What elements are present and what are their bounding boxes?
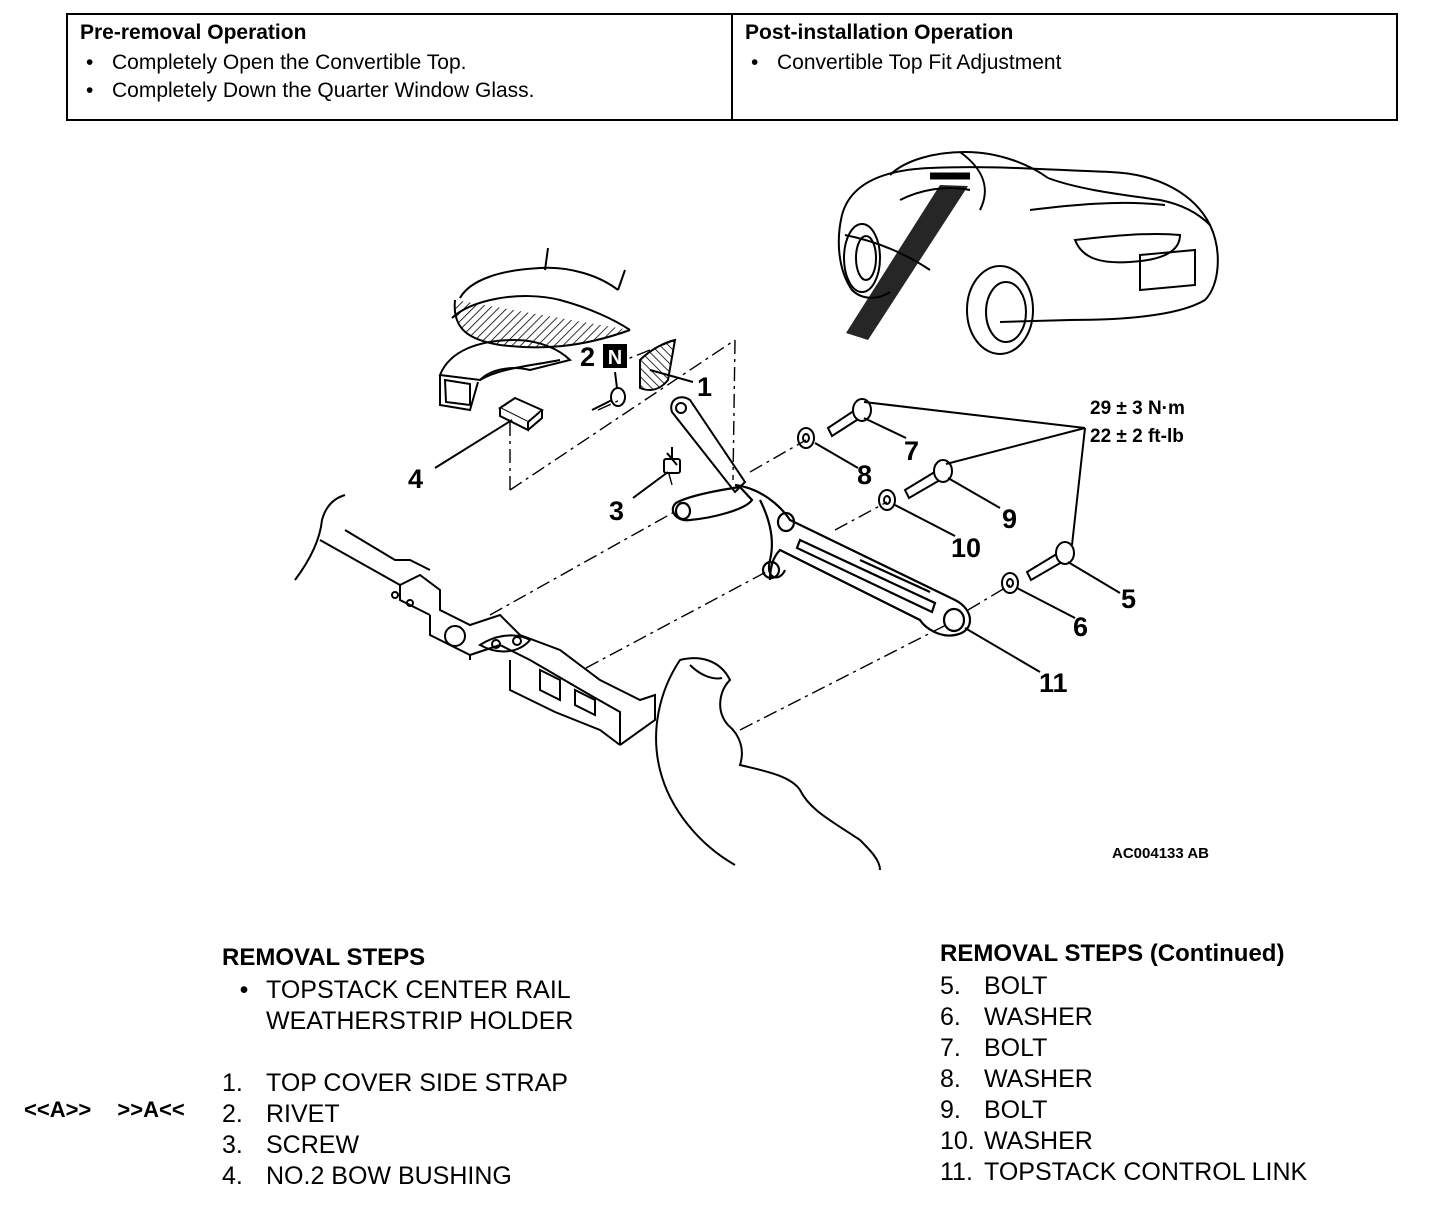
step-item: 5. BOLT (940, 971, 1307, 1002)
step-number: 5. (940, 972, 961, 1000)
bullet-item-line: WEATHERSTRIP HOLDER (266, 1007, 574, 1035)
step2-marks: <<A>> >>A<< (24, 1097, 185, 1123)
figure-id: AC004133 AB (1112, 845, 1209, 862)
step-label: BOLT (984, 1096, 1048, 1124)
post-installation-item: Convertible Top Fit Adjustment (745, 49, 1384, 77)
step-number: 1. (222, 1069, 243, 1097)
callout-8: 8 (857, 460, 872, 490)
callout-6: 6 (1073, 612, 1088, 642)
body-frame (294, 494, 656, 746)
screw (663, 447, 681, 474)
pre-removal-item: Completely Open the Convertible Top. (80, 49, 719, 77)
step-label: NO.2 BOW BUSHING (266, 1162, 512, 1190)
callout-3: 3 (609, 496, 624, 526)
step-item: 2. RIVET (222, 1099, 573, 1130)
nonreusable-mark-letter: N (608, 347, 622, 369)
callout-7: 7 (904, 436, 919, 466)
step-label: WASHER (984, 1065, 1093, 1093)
removal-steps-heading: REMOVAL STEPS (222, 944, 426, 971)
bullet-item: • TOPSTACK CENTER RAIL (222, 975, 573, 1006)
step-item: 9. BOLT (940, 1095, 1307, 1126)
step-number: 6. (940, 1003, 961, 1031)
rivet (591, 387, 626, 411)
control-link (671, 483, 971, 637)
callout-2: 2 (580, 342, 595, 372)
callout-10: 10 (951, 533, 981, 563)
step-number: 4. (222, 1162, 243, 1190)
step-label: BOLT (984, 972, 1048, 1000)
step-label: BOLT (984, 1034, 1048, 1062)
car-illustration (837, 150, 1219, 355)
step-item: 8. WASHER (940, 1064, 1307, 1095)
step-number: 2. (222, 1100, 243, 1128)
torque-metric: 29 ± 3 N·m (1090, 398, 1185, 419)
bullet-mark: • (239, 976, 249, 1004)
bolt-9 (903, 459, 953, 500)
pre-removal-item: Completely Down the Quarter Window Glass… (80, 77, 719, 105)
step-number: 11. (940, 1158, 973, 1186)
step-label: SCREW (266, 1131, 360, 1159)
step-item: 6. WASHER (940, 1002, 1307, 1033)
step-item: 10. WASHER (940, 1126, 1307, 1157)
callout-1: 1 (697, 372, 712, 402)
bullet-item-line: TOPSTACK CENTER RAIL (266, 976, 571, 1004)
removal-steps-continued: REMOVAL STEPS (Continued) 5. BOLT 6. WAS… (940, 938, 1307, 1188)
step-label: RIVET (266, 1100, 340, 1128)
leader-lines (434, 369, 1121, 673)
step-label: TOP COVER SIDE STRAP (266, 1069, 568, 1097)
callout-9: 9 (1002, 504, 1017, 534)
side-strap (670, 396, 747, 494)
removal-mark: <<A>> (24, 1097, 92, 1122)
post-installation-list: Convertible Top Fit Adjustment (745, 49, 1384, 77)
post-installation-heading: Post-installation Operation (745, 21, 1014, 44)
removal-steps-continued-heading: REMOVAL STEPS (Continued) (940, 940, 1285, 967)
weatherstrip-rail (438, 247, 677, 412)
assembly-lines (489, 339, 1011, 731)
step-item: 1. TOP COVER SIDE STRAP (222, 1068, 573, 1099)
installation-mark: >>A<< (117, 1097, 185, 1122)
bow-bushing (498, 396, 544, 432)
bolt-5 (1025, 541, 1075, 582)
step-number: 8. (940, 1065, 961, 1093)
step-item: 4. NO.2 BOW BUSHING (222, 1161, 573, 1192)
callout-5: 5 (1121, 584, 1136, 614)
pre-removal-heading: Pre-removal Operation (80, 21, 307, 44)
step-number: 7. (940, 1034, 961, 1062)
bullet-item: WEATHERSTRIP HOLDER (222, 1006, 573, 1037)
callout-11: 11 (1039, 668, 1068, 698)
step-label: TOPSTACK CONTROL LINK (984, 1158, 1308, 1186)
step-number: 10. (940, 1127, 975, 1155)
washer-6 (1001, 572, 1019, 594)
washer-8 (797, 427, 815, 449)
step-item: 3. SCREW (222, 1130, 573, 1161)
washer-10 (878, 489, 896, 511)
callout-4: 4 (408, 464, 423, 494)
post-installation-cell: Post-installation Operation Convertible … (731, 15, 1396, 119)
step-number: 9. (940, 1096, 961, 1124)
step-item: 11. TOPSTACK CONTROL LINK (940, 1157, 1307, 1188)
nonreusable-mark: N (603, 344, 627, 369)
step-item: 7. BOLT (940, 1033, 1307, 1064)
operation-table: Pre-removal Operation Completely Open th… (66, 13, 1398, 121)
removal-steps: REMOVAL STEPS • TOPSTACK CENTER RAIL WEA… (222, 942, 573, 1192)
interior-panel (655, 657, 881, 871)
bolt-7 (826, 398, 872, 438)
exploded-diagram: 1 2 N 3 4 5 6 7 8 9 10 11 29 ± 3 N·m 22 … (294, 150, 1219, 871)
step-label: WASHER (984, 1003, 1093, 1031)
step-label: WASHER (984, 1127, 1093, 1155)
pre-removal-list: Completely Open the Convertible Top. Com… (80, 49, 719, 105)
torque-imperial: 22 ± 2 ft-lb (1090, 426, 1184, 447)
step-number: 3. (222, 1131, 243, 1159)
pre-removal-cell: Pre-removal Operation Completely Open th… (68, 15, 731, 119)
